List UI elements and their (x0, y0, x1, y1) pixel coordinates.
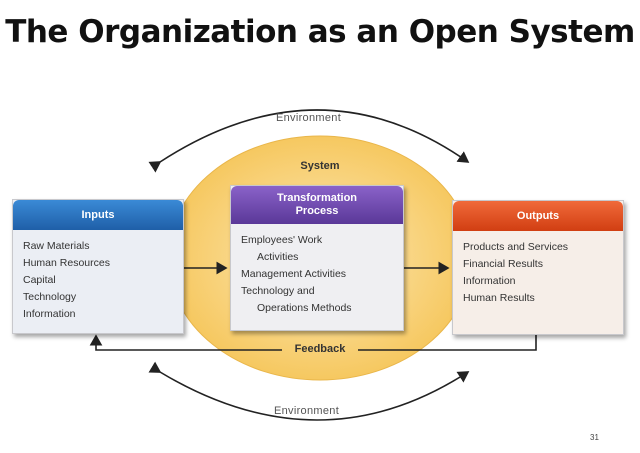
list-item: Financial Results (463, 258, 543, 270)
list-item: Information (463, 275, 516, 287)
feedback-line-left (89, 334, 282, 351)
environment-label-bottom: Environment (274, 405, 340, 417)
inputs-header: Inputs (13, 200, 183, 230)
transformation-header-line1: Transformation (276, 192, 358, 204)
list-item: Products and Services (463, 241, 569, 253)
list-item: Management Activities (241, 268, 347, 280)
list-item: Capital (23, 274, 56, 286)
list-item: Human Results (463, 292, 535, 304)
feedback-label: Feedback (294, 343, 346, 355)
feedback-line-right (358, 335, 537, 351)
list-item: Information (23, 308, 76, 320)
list-item: Raw Materials (23, 240, 90, 252)
outputs-box: Outputs Products and Services Financial … (452, 200, 624, 335)
transformation-header: Transformation Process (231, 186, 403, 224)
outputs-header: Outputs (453, 201, 623, 231)
inputs-box: Inputs Raw Materials Human Resources Cap… (12, 199, 184, 334)
page-number: 31 (590, 433, 599, 442)
list-item: Human Resources (23, 257, 110, 269)
slide-title: The Organization as an Open System (5, 14, 635, 50)
transformation-box: Transformation Process Employees' Work A… (230, 185, 404, 331)
system-label: System (300, 160, 340, 172)
list-item: Operations Methods (257, 302, 352, 314)
environment-label-top: Environment (276, 112, 342, 124)
list-item: Activities (257, 251, 299, 263)
environment-arc-top (148, 109, 470, 173)
environment-arc-bottom (148, 361, 470, 421)
outputs-list: Products and Services Financial Results … (453, 231, 623, 315)
list-item: Employees' Work (241, 234, 323, 246)
list-item: Technology and (241, 285, 315, 297)
transformation-list: Employees' Work Activities Management Ac… (231, 224, 403, 325)
transformation-header-line2: Process (295, 205, 339, 217)
inputs-list: Raw Materials Human Resources Capital Te… (13, 230, 183, 331)
list-item: Technology (23, 291, 77, 303)
